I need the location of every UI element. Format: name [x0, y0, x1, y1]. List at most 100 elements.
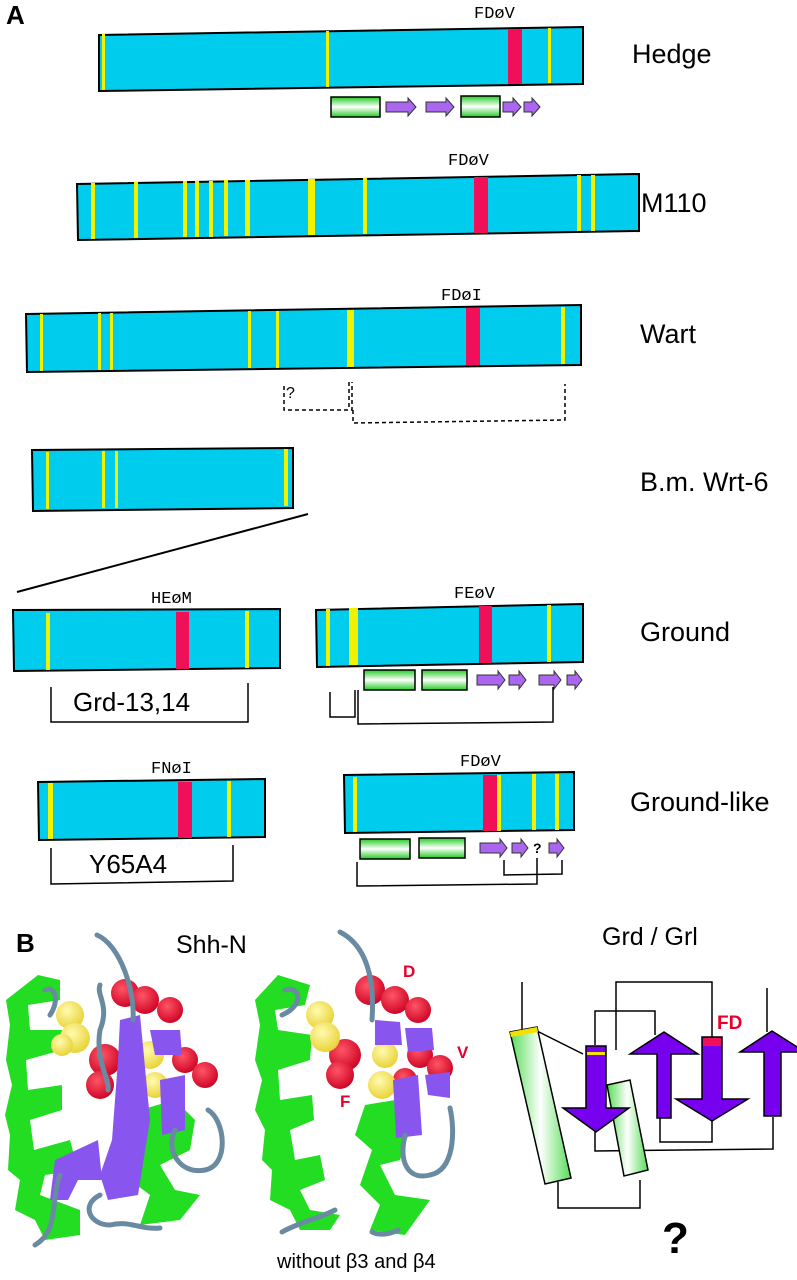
strand-arrow-icon	[566, 669, 583, 691]
conserved-stripe	[183, 181, 187, 237]
strand-up-1	[627, 1031, 701, 1119]
motif-label: FDøV	[474, 5, 516, 24]
shh-n-structure: Shh-N	[5, 931, 247, 1248]
topology-title: Grd / Grl	[602, 923, 698, 951]
hedge-domain-bar	[98, 25, 584, 93]
conserved-stripe	[110, 313, 113, 370]
strand-arrow-icon	[511, 837, 529, 859]
conserved-stripe	[227, 781, 231, 837]
disulfide-bracket	[329, 690, 356, 718]
conserved-stripe	[577, 175, 581, 231]
strand-arrow-icon	[523, 96, 541, 118]
residue-sphere	[157, 997, 183, 1023]
conserved-stripe	[326, 609, 330, 666]
topology-question-mark: ?	[662, 1214, 689, 1263]
helix-cylinder-short	[606, 1079, 649, 1177]
conserved-stripe	[284, 449, 288, 506]
conserved-stripe	[547, 605, 551, 662]
loop-coil	[94, 932, 136, 1023]
motif-stripe	[466, 308, 480, 365]
protein-wart: FDøI Wart ?	[24, 287, 696, 424]
subname-label: Y65A4	[89, 849, 167, 879]
beta-strand	[100, 1015, 150, 1200]
conserved-stripe	[248, 311, 251, 368]
strand-down-1	[560, 1045, 632, 1133]
strand-arrow-icon	[425, 96, 455, 118]
motif-stripe	[483, 775, 497, 831]
conserved-stripe	[48, 783, 53, 839]
m110-domain-bar	[75, 172, 640, 242]
motif-stripe	[474, 177, 488, 233]
residue-sphere	[51, 1034, 73, 1056]
motif-label: FDøV	[448, 152, 490, 171]
protein-name: Ground	[640, 617, 730, 647]
beta-strand	[50, 1140, 102, 1200]
disulfide-bracket	[356, 858, 538, 887]
residue-sphere	[192, 1062, 218, 1088]
wrt6-domain-bar	[30, 446, 294, 513]
groundlike-left-domain-bar	[36, 777, 266, 842]
conserved-stripe	[561, 307, 565, 364]
helix-ribbon	[255, 975, 340, 1230]
strand-arrow-icon	[508, 669, 527, 691]
loop-coil	[32, 1172, 63, 1248]
panel-a-label: A	[6, 0, 25, 30]
residue-label-f: F	[340, 1092, 350, 1111]
conserved-stripe	[326, 31, 329, 87]
subname-label: Grd-13,14	[73, 687, 190, 717]
conserved-stripe	[349, 608, 358, 665]
subname-bracket	[50, 683, 249, 723]
motif-stripe	[176, 612, 189, 669]
residue-sphere	[310, 1022, 340, 1052]
panel-b-label: B	[16, 928, 35, 958]
strand-arrow-icon	[538, 669, 562, 691]
beta-strand	[375, 1020, 402, 1045]
loop-coil	[169, 1107, 225, 1174]
motif-label: HEøM	[151, 590, 192, 609]
conserved-stripe	[195, 181, 199, 237]
motif-label: FDøI	[441, 287, 482, 306]
protein-ground: HEøM Grd-13,14 FEøV Ground	[11, 585, 730, 725]
conserved-stripe	[209, 181, 213, 237]
question-mark: ?	[533, 840, 542, 856]
helix-icon	[418, 837, 466, 859]
helix-icon	[363, 669, 416, 691]
conserved-stripe	[276, 311, 279, 368]
conserved-stripe	[245, 180, 250, 236]
conserved-stripe	[102, 451, 105, 508]
conserved-stripe	[102, 34, 105, 90]
protein-name: Hedge	[632, 39, 712, 69]
shh-n-truncated-structure: D V F without β3 and β4	[255, 929, 469, 1273]
ground-right-domain-bar	[314, 602, 584, 669]
disulfide-bracket	[503, 860, 563, 876]
motif-stripe	[508, 29, 522, 84]
conserved-stripe	[353, 777, 357, 832]
helix-icon	[359, 838, 411, 860]
conserved-stripe	[245, 611, 249, 668]
helix-icon	[421, 669, 468, 691]
conserved-stripe	[134, 182, 138, 238]
helix-cylinder-long	[509, 1026, 572, 1185]
strand-down-2-fd	[673, 1036, 751, 1122]
question-mark: ?	[286, 385, 295, 402]
conserved-stripe	[115, 451, 118, 508]
strand-arrow-icon	[385, 96, 417, 118]
conserved-stripe	[347, 310, 354, 367]
beta-strand	[160, 1075, 185, 1135]
loop-coil	[337, 929, 375, 1023]
residue-sphere	[56, 1001, 84, 1029]
residue-label-d: D	[403, 962, 415, 981]
subname-bracket	[50, 845, 234, 885]
topology-connectors	[521, 981, 774, 1209]
dashed-bracket	[352, 384, 566, 424]
expansion-line	[16, 513, 309, 593]
residue-sphere	[405, 997, 431, 1023]
loop-coil	[400, 1105, 456, 1179]
loop-coil	[42, 986, 58, 1018]
residue-sphere	[306, 1001, 334, 1029]
structure-caption: without β3 and β4	[276, 1251, 436, 1273]
protein-name: Wart	[640, 319, 696, 349]
strand-up-2	[737, 1030, 797, 1117]
residue-sphere	[131, 986, 159, 1014]
